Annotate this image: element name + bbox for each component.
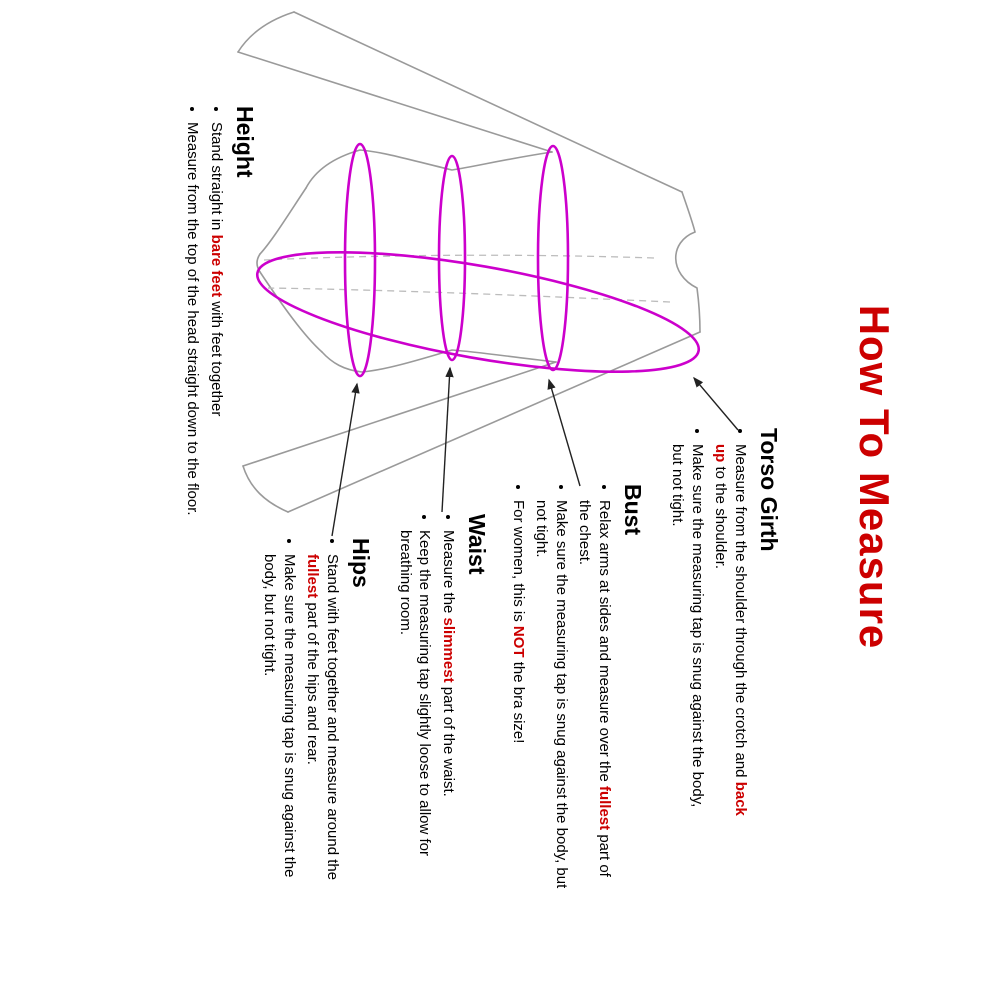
bullet-item: Stand straight in bare feet with feet to… [207,122,227,581]
section-heading: Waist [464,514,490,575]
bullet-list: Relax arms at sides and measure over the… [509,484,615,892]
bullet-text: Relax arms at sides and measure over the [596,500,613,786]
highlighted-text: slimmest [440,617,457,683]
section-torso-girth: Torso Girth Measure from the shoulder th… [664,428,783,828]
highlighted-text: bare feet [208,234,225,298]
bullet-list: Stand with feet together and measure aro… [260,538,342,908]
bullet-item: Measure from the top of the head straigh… [183,122,203,581]
torso-girth-arrow [693,376,739,431]
waist-arrow [441,366,454,513]
bullet-text: Make sure the measuring tap is snug agai… [261,554,299,878]
waist-line [437,154,467,362]
bullet-text: Stand with feet together and measure aro… [324,554,341,881]
bullet-text: Measure from the top of the head straigh… [184,122,202,516]
section-hips: Hips Stand with feet together and measur… [256,538,375,908]
bullet-list: Measure the slimmest part of the waist.K… [396,514,459,894]
highlighted-text: fullest [304,554,322,599]
bust-line [536,144,570,372]
section-heading: Hips [348,538,374,588]
section-heading: Torso Girth [756,428,782,552]
garment-outline [237,11,701,513]
bullet-item: Make sure the measuring tap is snug agai… [668,444,707,828]
bullet-item: For women, this is NOT the bra size! [509,500,529,892]
bullet-item: Relax arms at sides and measure over the… [575,500,614,892]
bust-arrow [547,378,581,487]
hips-line [343,142,377,378]
bullet-text: Keep the measuring tap slightly loose to… [397,530,434,857]
bullet-item: Stand with feet together and measure aro… [303,554,342,908]
bullet-item: Keep the measuring tap slightly loose to… [396,530,435,894]
bullet-text: For women, this is [510,500,527,626]
bullet-text: part of the waist. [440,682,457,797]
highlighted-text: fullest [596,785,613,831]
bullet-text: Stand straight in [208,122,225,235]
section-heading: Height [232,106,258,178]
torso-girth-line [255,250,701,374]
section-bust: Bust Relax arms at sides and measure ove… [505,484,646,892]
bullet-list: Stand straight in bare feet with feet to… [183,106,226,581]
bullet-item: Measure the slimmest part of the waist. [439,530,459,894]
bullet-text: Make sure the measuring tap is snug agai… [669,444,707,808]
bullet-text: part of the hips and rear. [304,598,322,765]
bullet-list: Measure from the shoulder through the cr… [668,428,750,828]
bullet-text: with feet together [208,297,225,417]
section-waist: Waist Measure the slimmest part of the w… [392,514,490,894]
section-height: Height Stand straight in bare feet with … [179,106,259,581]
bullet-item: Make sure the measuring tap is snug agai… [260,554,299,908]
bullet-item: Measure from the shoulder through the cr… [711,444,750,828]
bullet-text: to the shoulder. [712,462,730,570]
bullet-text: Make sure the measuring tap is snug agai… [533,500,571,889]
bullet-text: the bra size! [510,657,527,744]
bullet-text: Measure from the shoulder through the cr… [732,444,749,782]
section-heading: Bust [620,484,646,536]
hips-arrow [331,382,360,537]
bullet-item: Make sure the measuring tap is snug agai… [532,500,571,892]
highlighted-text: NOT [510,625,527,658]
bullet-text: Measure the [440,530,457,618]
